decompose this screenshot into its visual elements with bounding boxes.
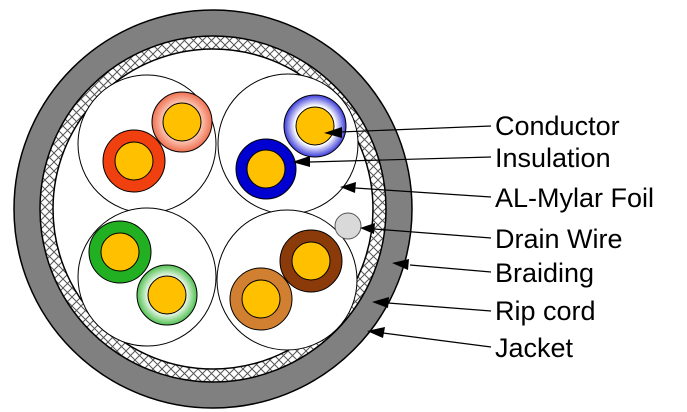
label-foil: AL-Mylar Foil <box>495 183 654 213</box>
arrowhead-braiding <box>392 259 409 270</box>
arrowhead-ripcord <box>372 297 389 308</box>
arrowhead-foil <box>340 182 356 193</box>
wire-brown-white <box>229 267 293 331</box>
arrowhead-drain <box>360 223 375 234</box>
label-drain-wire: Drain Wire <box>495 224 623 254</box>
arrowhead-conductor <box>324 127 342 138</box>
wire-blue <box>235 138 297 200</box>
label-insulation: Insulation <box>495 143 611 173</box>
arrowhead-jacket <box>367 327 385 338</box>
leader-jacket <box>382 332 492 348</box>
label-conductor: Conductor <box>495 111 620 141</box>
label-jacket: Jacket <box>495 333 574 363</box>
leader-insulation <box>309 156 492 163</box>
wire-green <box>88 220 152 284</box>
wire-green-white <box>136 264 198 326</box>
leader-braiding <box>409 264 492 273</box>
wire-brown <box>279 229 343 293</box>
leader-drain <box>373 228 492 239</box>
wire-orange-white <box>151 91 213 153</box>
leader-foil <box>354 187 492 198</box>
label-braiding: Braiding <box>495 258 594 288</box>
drain-wire <box>334 212 362 240</box>
wire-blue-white <box>283 94 347 158</box>
leader-lines <box>292 125 492 348</box>
wire-orange <box>102 129 166 193</box>
leader-ripcord <box>387 302 492 312</box>
label-rip-cord: Rip cord <box>495 296 596 326</box>
leader-conductor <box>339 125 492 133</box>
arrowhead-insulation <box>292 156 310 167</box>
